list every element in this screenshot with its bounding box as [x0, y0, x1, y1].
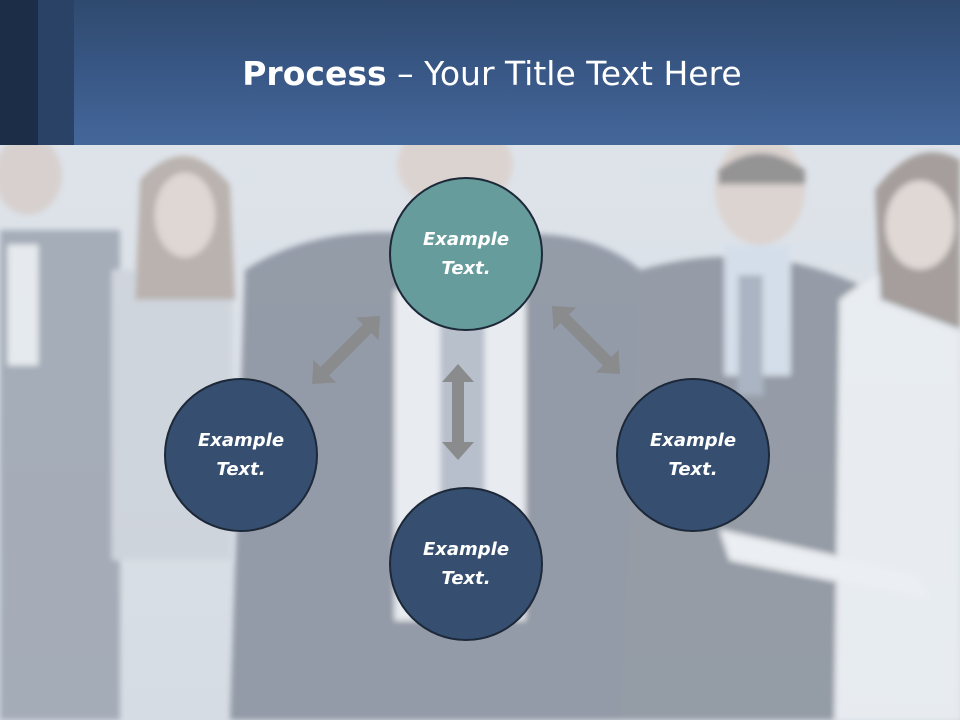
slide-title-bold: Process — [242, 54, 387, 93]
slide-title: Process – Your Title Text Here — [74, 52, 910, 96]
process-node-top: Example Text. — [389, 177, 543, 331]
process-node-left: Example Text. — [164, 378, 318, 532]
title-bar: Process – Your Title Text Here — [0, 0, 960, 145]
process-node-left-label: Example Text. — [197, 430, 285, 480]
header-accent-strip — [38, 0, 74, 145]
process-node-bottom: Example Text. — [389, 487, 543, 641]
background-team-photo — [0, 145, 960, 720]
header-accent-strip-dark — [0, 0, 38, 145]
process-node-bottom-label: Example Text. — [422, 539, 510, 589]
slide-title-rest: – Your Title Text Here — [386, 54, 742, 93]
process-node-top-label: Example Text. — [422, 229, 510, 279]
team-photo-illustration — [0, 145, 960, 720]
process-node-right: Example Text. — [616, 378, 770, 532]
process-node-right-label: Example Text. — [649, 430, 737, 480]
